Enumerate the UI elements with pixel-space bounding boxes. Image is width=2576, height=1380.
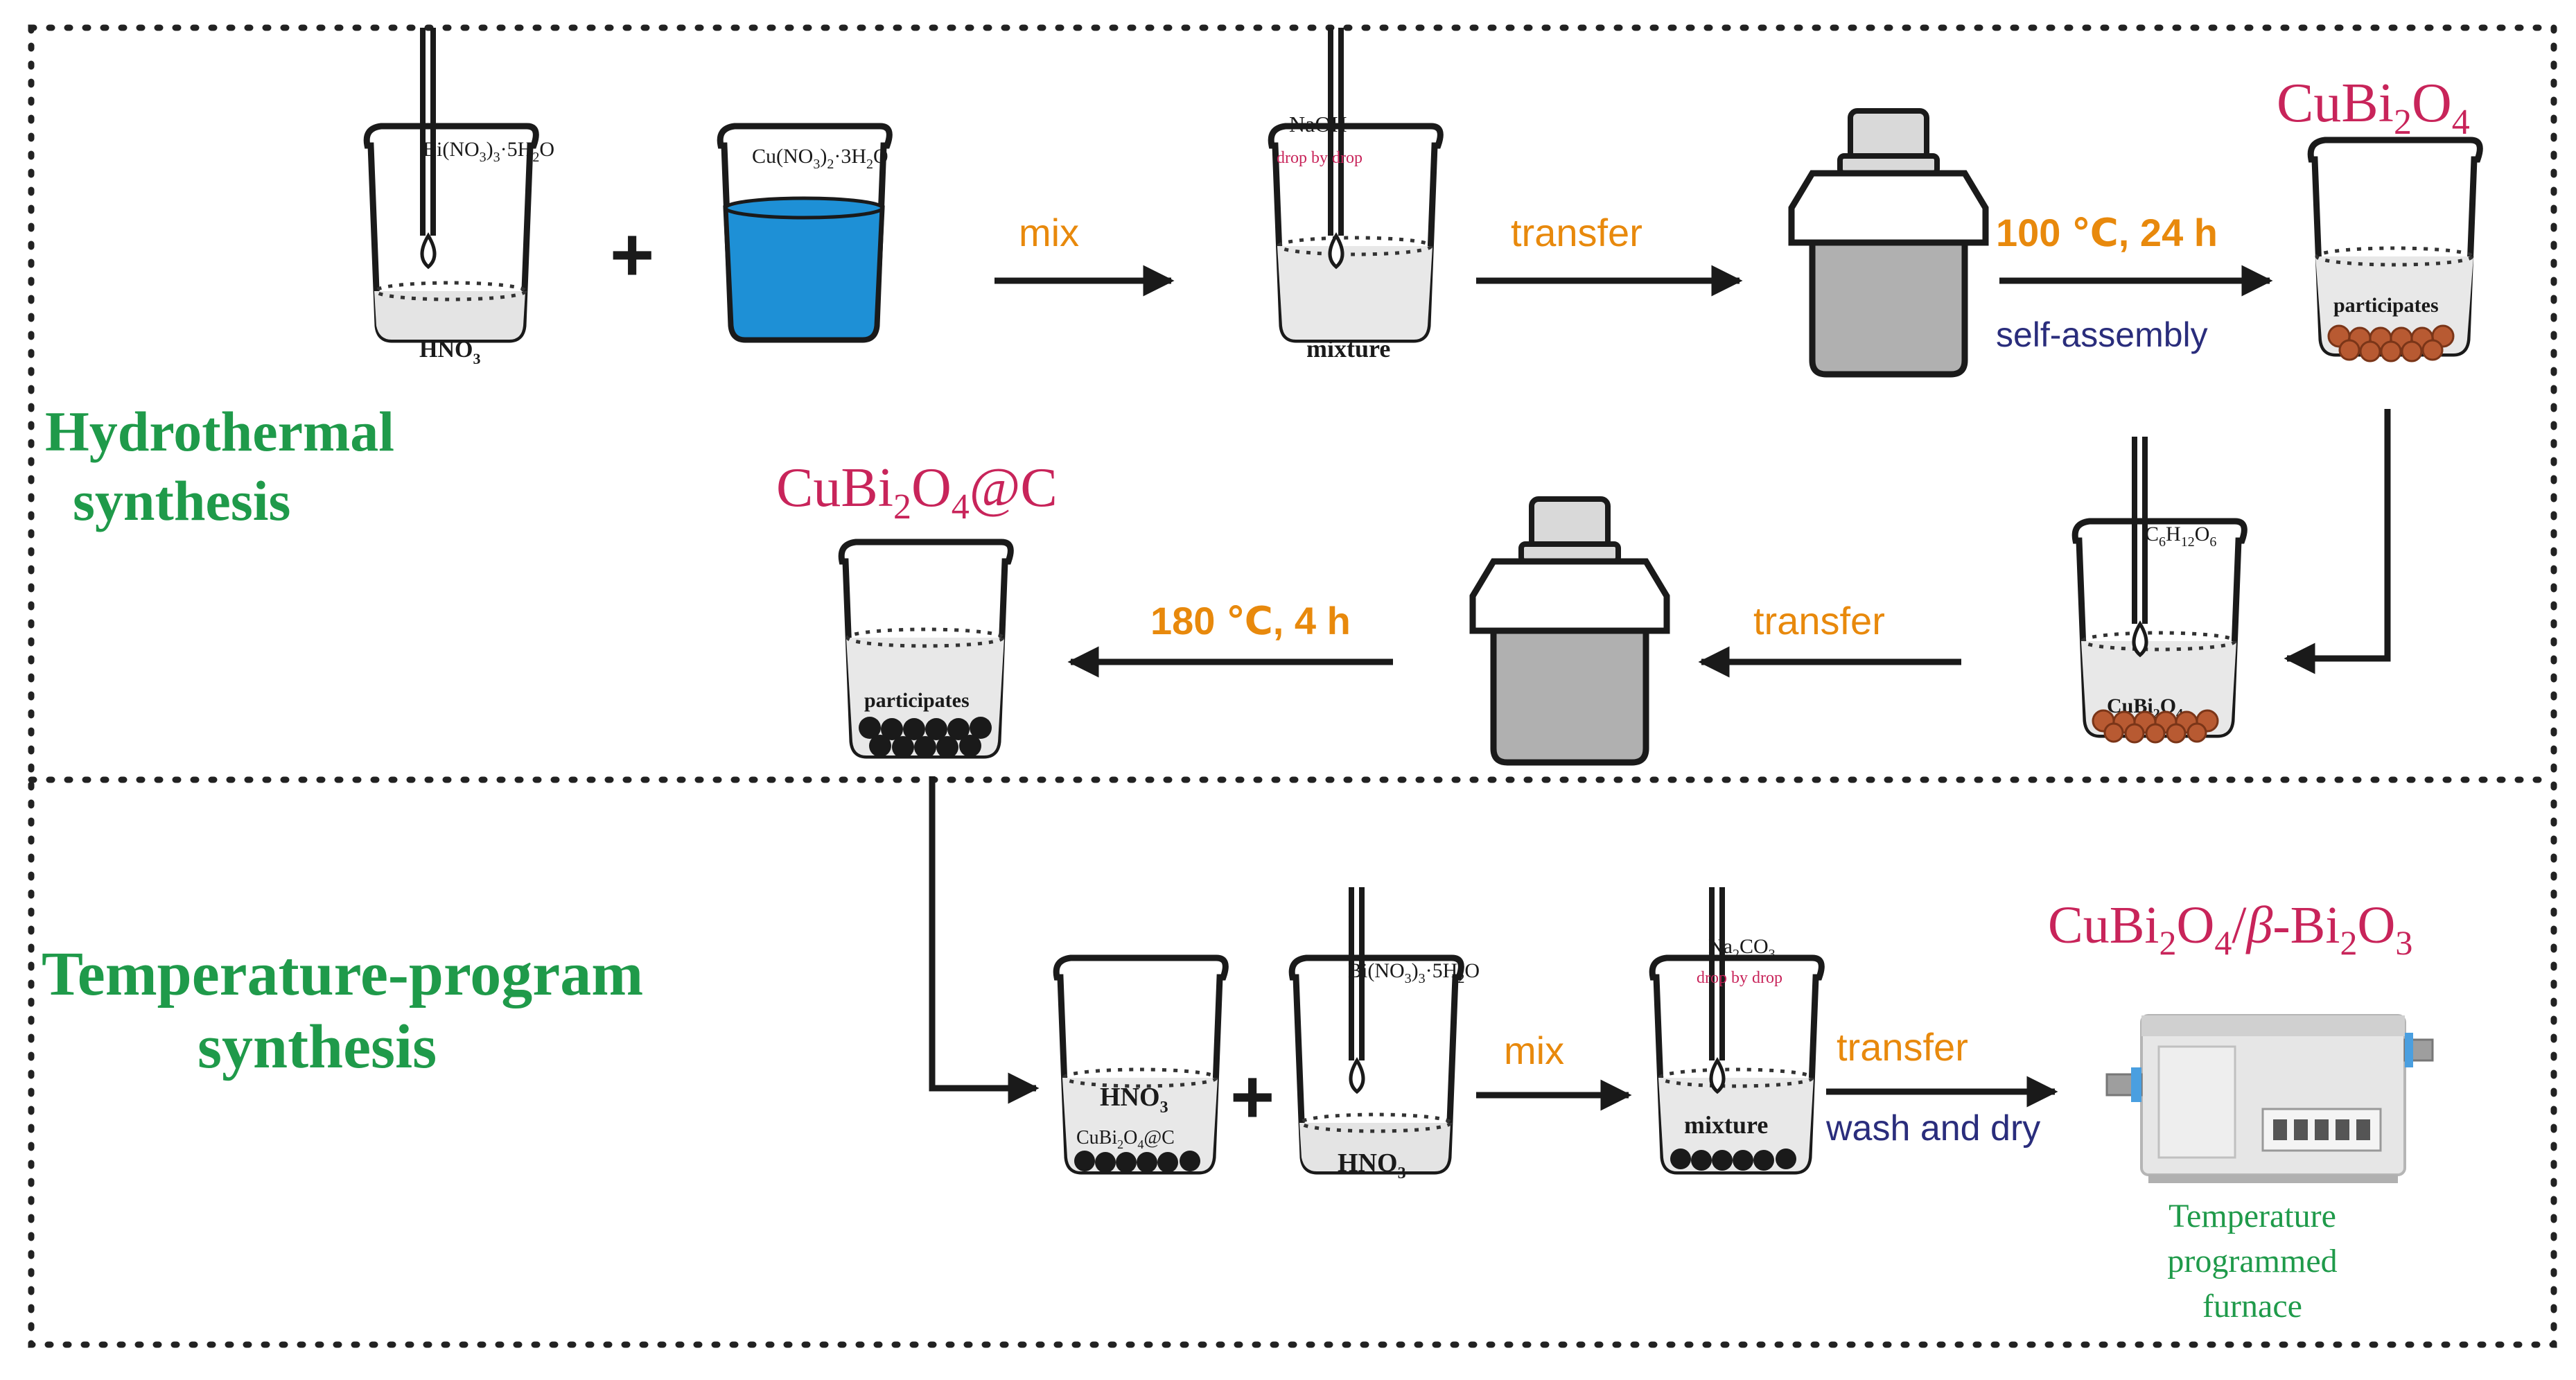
- beaker-hno3-bi-nitrate: HNO3: [1292, 887, 1461, 1182]
- product-composite: CuBi2O4/β-Bi2O3: [2048, 896, 2412, 962]
- section-frames: [28, 24, 2557, 1348]
- step-self-assembly: self-assembly: [1996, 315, 2208, 354]
- furnace-label-2: programmed: [2167, 1243, 2337, 1279]
- product-cubi2o4: CuBi2O4: [2277, 73, 2470, 142]
- reagent-naoh: NaOH: [1289, 112, 1347, 137]
- beaker-mixture-1: mixture: [1271, 28, 1440, 363]
- product-cubi2o4-c: CuBi2O4@C: [776, 457, 1058, 527]
- beaker-mixture-2: mixture: [1652, 887, 1821, 1171]
- label-cubi2o4c-inner: CuBi2O4@C: [1076, 1127, 1175, 1151]
- step-transfer-3: transfer: [1837, 1025, 1968, 1069]
- reagent-drop-by-drop-2: drop by drop: [1697, 969, 1782, 987]
- step-cond-180: 180 ℃, 4 h: [1150, 599, 1351, 643]
- plus-sign-2: +: [1230, 1054, 1274, 1139]
- beaker-hno3-1: HNO3: [367, 28, 536, 367]
- particles-black-1: [859, 717, 992, 758]
- particles-black-2: [1074, 1151, 1200, 1173]
- autoclave-1: [1791, 111, 1986, 374]
- arrow-down-return: [2284, 409, 2391, 674]
- beaker-participates-black: participates: [841, 542, 1010, 758]
- section-title-temp-program-2: synthesis: [198, 1013, 437, 1081]
- beaker-cu-nitrate: [720, 126, 889, 340]
- label-participates-1: participates: [2333, 294, 2439, 317]
- beaker-cubi2o4-glucose: CuBi2O4: [2075, 437, 2244, 744]
- step-wash-dry: wash and dry: [1825, 1108, 2040, 1148]
- label-mixture-2: mixture: [1684, 1111, 1768, 1139]
- tube-furnace: [2105, 1014, 2434, 1183]
- section-title-hydrothermal-1: Hydrothermal: [45, 400, 394, 463]
- reagent-bi-nitrate-1: Bi(NO3)3·5H2O: [423, 138, 554, 165]
- label-participates-2: participates: [864, 689, 970, 712]
- particles-brown-1: [2327, 324, 2455, 363]
- step-transfer-2: transfer: [1753, 599, 1885, 643]
- furnace-label-1: Temperature: [2168, 1198, 2336, 1234]
- step-mix-2: mix: [1504, 1029, 1564, 1072]
- reagent-bi-nitrate-2: Bi(NO3)3·5H2O: [1348, 959, 1480, 986]
- reagent-na2co3: Na2CO3: [1708, 935, 1776, 962]
- step-cond-100: 100 ℃, 24 h: [1996, 211, 2218, 254]
- arrow-down-to-row3: [929, 776, 1040, 1104]
- furnace-label-3: furnace: [2202, 1288, 2302, 1325]
- particles-black-3: [1670, 1148, 1796, 1171]
- label-hno3-3: HNO3: [1338, 1148, 1406, 1182]
- reagent-drop-by-drop-1: drop by drop: [1277, 149, 1363, 167]
- section-title-temp-program-1: Temperature-program: [42, 940, 643, 1008]
- beaker-hno3-cubi2o4c: HNO3 CuBi2O4@C: [1056, 958, 1225, 1173]
- label-hno3: HNO3: [419, 337, 480, 367]
- label-mixture-1: mixture: [1306, 335, 1390, 363]
- step-mix-1: mix: [1019, 211, 1079, 254]
- plus-sign-1: +: [610, 212, 654, 297]
- reagent-glucose: C6H12O6: [2145, 523, 2216, 550]
- step-transfer-1: transfer: [1511, 211, 1642, 254]
- autoclave-2: [1473, 499, 1667, 762]
- reagent-cu-nitrate: Cu(NO3)2·3H2O: [752, 145, 888, 172]
- beaker-participates-brown: participates: [2311, 140, 2480, 363]
- label-hno3-2: HNO3: [1100, 1083, 1168, 1117]
- particles-brown-2: [2092, 709, 2219, 744]
- section-title-hydrothermal-2: synthesis: [73, 469, 290, 532]
